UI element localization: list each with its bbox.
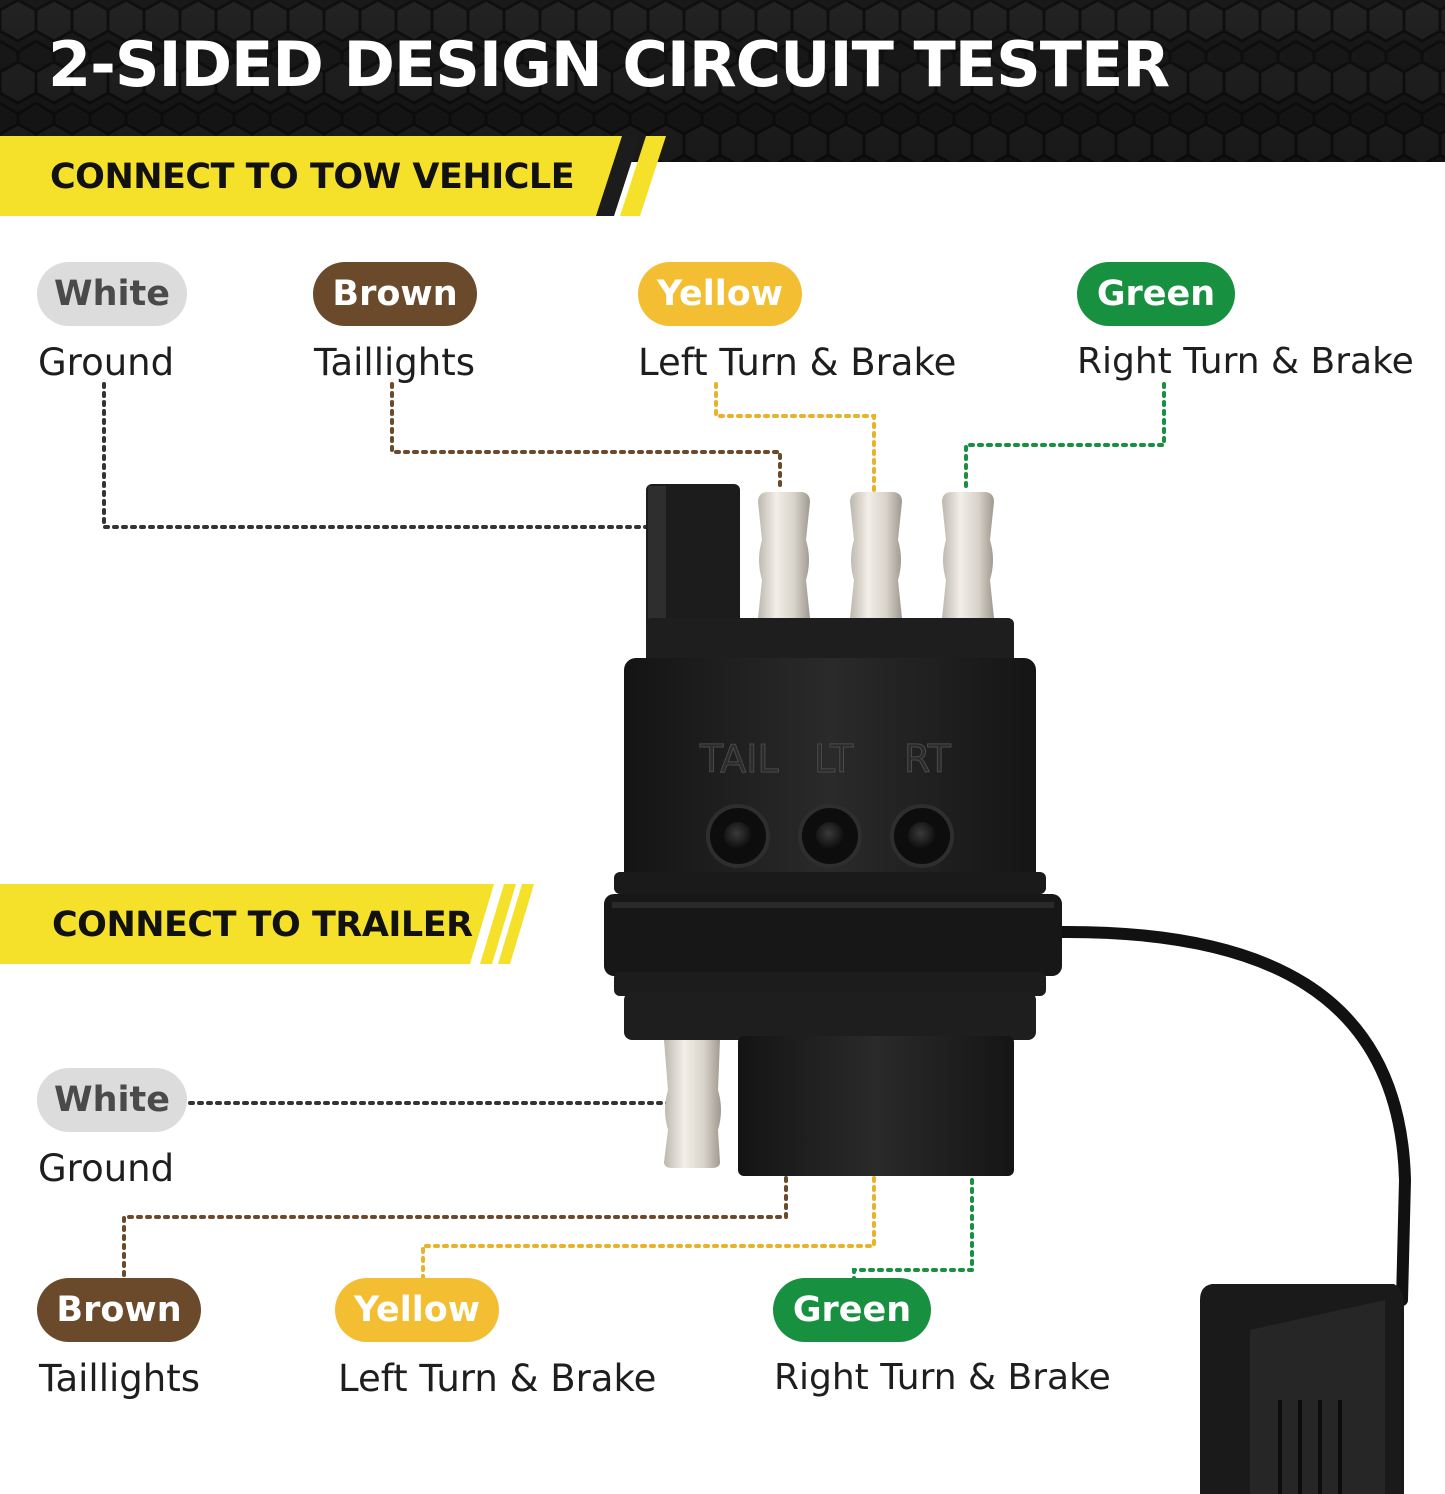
bottom-green-function: Right Turn & Brake bbox=[774, 1357, 1111, 1398]
tow-vehicle-banner: CONNECT TO TOW VEHICLE bbox=[0, 136, 680, 216]
pin-collar bbox=[646, 618, 1014, 664]
bottom-yellow-function: Left Turn & Brake bbox=[338, 1357, 657, 1400]
bottom-yellow-pill: Yellow bbox=[335, 1278, 499, 1342]
bottom-green-pill: Green bbox=[773, 1278, 931, 1342]
green-right-turn-line-bottom bbox=[852, 1178, 974, 1282]
trailer-label: CONNECT TO TRAILER bbox=[52, 905, 473, 945]
page-title: 2-SIDED DESIGN CIRCUIT TESTER bbox=[48, 28, 1170, 101]
lower-body bbox=[624, 992, 1036, 1040]
top-white-pill: White bbox=[37, 262, 187, 326]
top-green-pill: Green bbox=[1077, 262, 1235, 326]
bottom-white-function: Ground bbox=[38, 1147, 175, 1190]
ground-socket-top bbox=[646, 484, 740, 634]
indicator-label-rt: RT bbox=[904, 737, 952, 781]
top-white-function: Ground bbox=[38, 341, 175, 384]
dust-cap bbox=[1200, 1284, 1404, 1494]
top-brown-function: Taillights bbox=[314, 341, 475, 384]
indicator-label-tail: TAIL bbox=[699, 737, 779, 781]
yellow-left-turn-line-bottom bbox=[421, 1176, 876, 1280]
body-band bbox=[614, 872, 1046, 894]
bottom-white-pill: White bbox=[37, 1068, 187, 1132]
green-right-turn-line-top bbox=[964, 382, 1166, 492]
trailer-banner: CONNECT TO TRAILER bbox=[0, 884, 540, 964]
tow-vehicle-label: CONNECT TO TOW VEHICLE bbox=[50, 157, 575, 197]
yellow-left-turn-line-top bbox=[714, 382, 876, 492]
banner-shape bbox=[0, 136, 666, 216]
header-band: 2-SIDED DESIGN CIRCUIT TESTER bbox=[0, 0, 1445, 162]
top-yellow-function: Left Turn & Brake bbox=[638, 341, 957, 384]
white-ground-line-top bbox=[102, 382, 648, 529]
indicator-label-lt: LT bbox=[814, 737, 854, 781]
brown-taillights-line-bottom bbox=[122, 1176, 788, 1278]
bottom-brown-pill: Brown bbox=[37, 1278, 201, 1342]
cable bbox=[1052, 925, 1412, 1306]
bottom-brown-function: Taillights bbox=[39, 1357, 200, 1400]
indicator-labels: TAIL LT RT bbox=[699, 737, 953, 782]
pins-top bbox=[758, 492, 994, 618]
top-green-function: Right Turn & Brake bbox=[1077, 341, 1414, 382]
hexagon-texture bbox=[0, 0, 1445, 162]
top-brown-pill: Brown bbox=[313, 262, 477, 326]
ground-pin-bottom bbox=[664, 1040, 721, 1168]
banner-shape bbox=[0, 884, 534, 964]
brown-taillights-line-top bbox=[390, 382, 782, 492]
indicator-leds bbox=[706, 804, 954, 868]
top-yellow-pill: Yellow bbox=[638, 262, 802, 326]
